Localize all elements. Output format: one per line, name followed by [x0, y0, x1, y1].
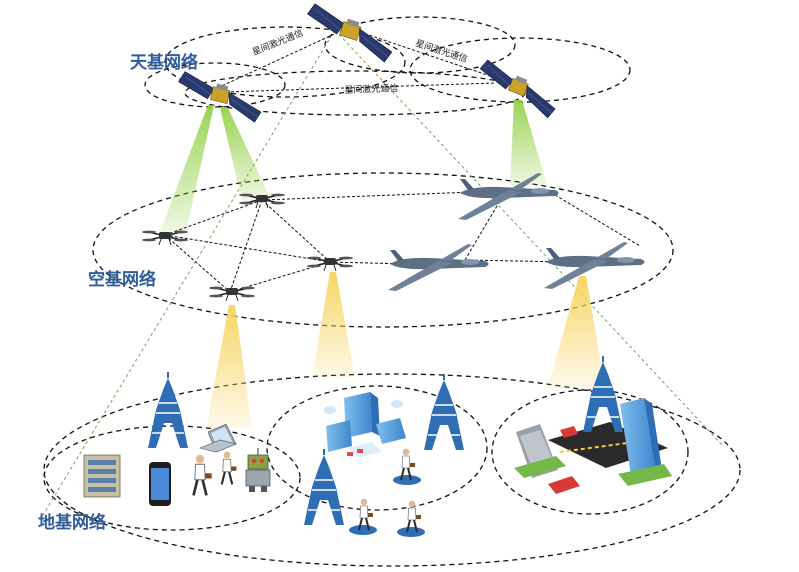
cell-tower-icon — [423, 373, 465, 451]
cell-tower-icon — [303, 448, 345, 526]
green-beam-right — [510, 100, 547, 185]
inter-satellite-links — [212, 29, 509, 93]
fixed-wing-uav-icon — [388, 244, 489, 291]
space-layer-label: 天基网络 — [130, 53, 198, 73]
yellow-beam-middle — [312, 272, 355, 378]
office-building-icon — [83, 454, 121, 498]
satellite-coverage-lines — [39, 29, 723, 521]
quadcopter-drone-icon — [208, 285, 256, 302]
person-shadow — [349, 525, 377, 535]
ground-layer-label: 地基网络 — [38, 513, 106, 533]
yellow-beam-right — [548, 276, 605, 388]
robot-icon — [245, 448, 271, 492]
person-shadow — [397, 527, 425, 537]
cell-tower-icon — [147, 371, 189, 449]
air-layer-label: 空基网络 — [88, 270, 156, 290]
green-beam-left-a — [160, 105, 214, 232]
ground-middle-cluster-ellipse — [266, 385, 488, 511]
green-beam-left-b — [220, 108, 270, 200]
person-walking-icon — [220, 450, 238, 486]
ground-right-cluster-ellipse — [491, 389, 689, 515]
yellow-beam-left — [206, 305, 252, 428]
person-shadow — [393, 475, 421, 485]
fixed-wing-uav-icon — [544, 242, 645, 289]
ground-left-cluster-ellipse — [43, 425, 301, 531]
laptop-icon — [199, 423, 237, 453]
smartphone-icon — [149, 462, 171, 506]
quadcopter-drone-icon — [306, 255, 354, 272]
air-layer-ellipse — [92, 172, 674, 328]
ground-layer-ellipse — [43, 373, 741, 567]
person-walking-icon — [192, 453, 213, 497]
city-intersection-icon — [514, 398, 672, 494]
laser-link-label-bottom: 星间激光通信 — [344, 84, 399, 96]
city-blocks-icon — [324, 392, 406, 458]
satellite-icon — [300, 2, 400, 64]
